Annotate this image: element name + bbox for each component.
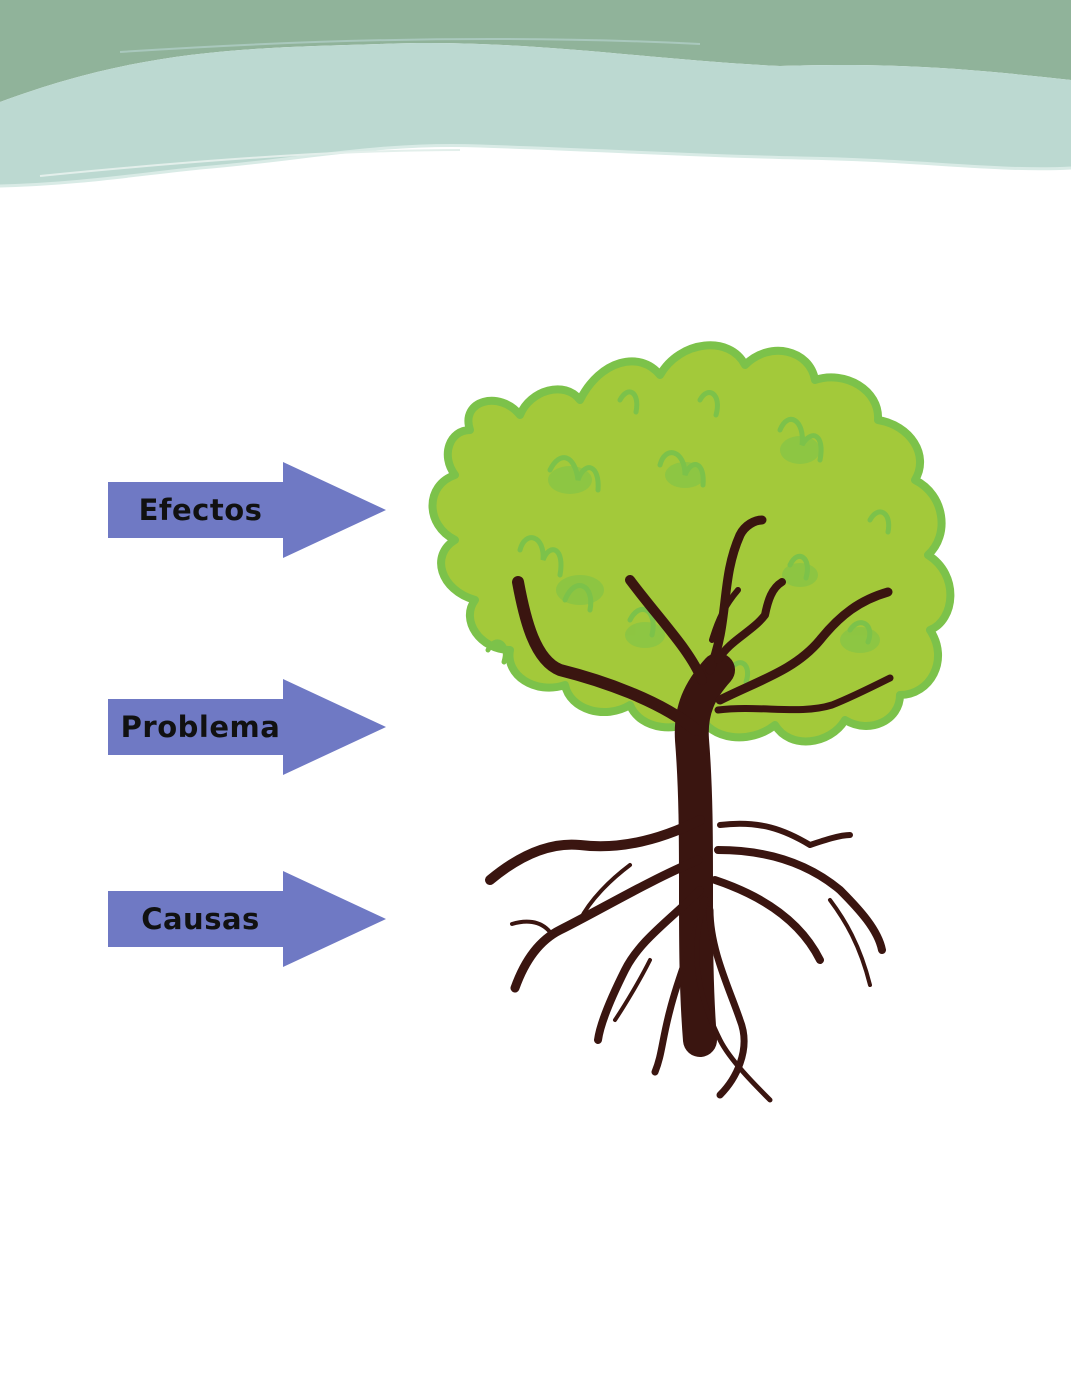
tree-roots <box>485 815 886 1103</box>
arrow-problem: Problema <box>108 679 388 775</box>
header-band-light <box>0 42 1071 186</box>
causes-label: Causas <box>141 902 260 936</box>
problem-label: Problema <box>120 710 281 744</box>
effects-label: Efectos <box>138 493 263 527</box>
tree-icon <box>428 341 955 1103</box>
arrow-right-icon <box>108 462 386 558</box>
arrow-right-icon <box>108 679 386 775</box>
header-band-dark <box>0 0 1071 102</box>
arrow-right-icon <box>108 871 386 967</box>
header-brush-edge <box>0 143 1071 188</box>
arrow-causes: Causas <box>108 871 388 967</box>
arrow-effects: Efectos <box>108 462 388 558</box>
header-band <box>0 0 1071 200</box>
